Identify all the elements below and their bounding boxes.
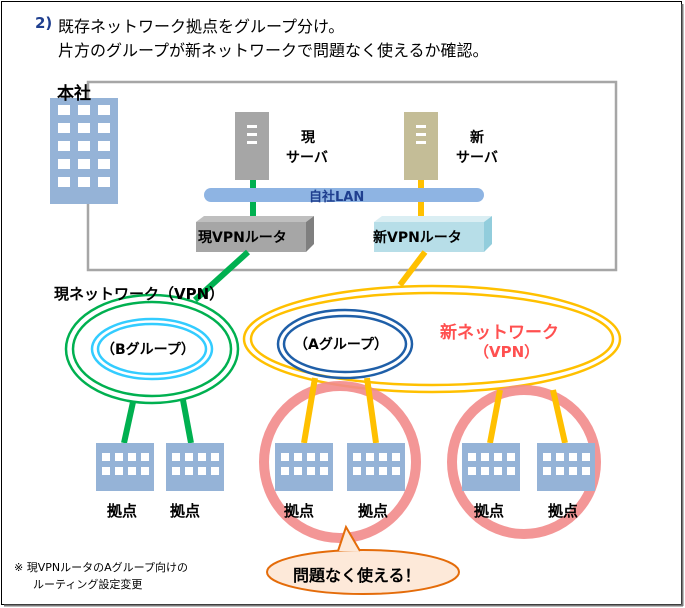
group-a-highlight-ring: [259, 381, 421, 543]
header-line-1: 既存ネットワーク拠点をグループ分け。: [58, 17, 345, 36]
step-number: 2): [35, 14, 53, 32]
site-link-a1: [301, 377, 318, 444]
site-building-a2: [347, 443, 405, 491]
site-buildings: [96, 443, 595, 491]
new-vpn-router-icon: [374, 216, 492, 252]
lan-label: 自社LAN: [309, 190, 365, 205]
current-router-label: 現VPNルータ: [198, 230, 287, 246]
new-server-label-1: 新: [470, 130, 484, 146]
new-server-label-2: サーバ: [456, 150, 498, 166]
site-label-b1: 拠点: [107, 502, 138, 520]
new-network-ring-inner: [249, 291, 615, 387]
other-sites-highlight-ring: [447, 385, 601, 539]
header-line-2: 片方のグループが新ネットワークで問題なく使えるか確認。: [58, 41, 489, 60]
current-network-ring-inner: [71, 300, 233, 398]
lan-bar: [204, 188, 484, 202]
current-server-label-2: サーバ: [286, 150, 328, 166]
site-link-b1: [121, 401, 136, 444]
current-router-network-link: [192, 249, 251, 303]
site-building-b1: [96, 443, 154, 491]
site-label-o2: 拠点: [548, 502, 579, 520]
site-building-a1: [275, 443, 333, 491]
new-network-title-2: （VPN）: [474, 343, 540, 361]
site-building-o2: [537, 443, 595, 491]
group-b-label: （Bグループ）: [101, 342, 195, 358]
group-b-ring-outer: [90, 317, 214, 381]
callout-bubble: [266, 524, 460, 595]
site-building-b2: [166, 443, 224, 491]
hq-building-icon: [50, 98, 118, 204]
site-building-o1: [462, 443, 520, 491]
new-server-icon: [404, 112, 438, 180]
current-network-ring-outer: [64, 293, 240, 405]
site-link-b2: [180, 399, 194, 444]
callout-text: 問題なく使える！: [293, 566, 421, 585]
site-link-a2: [364, 377, 379, 444]
current-vpn-router-icon: [196, 216, 314, 252]
new-network-title-1: 新ネットワーク: [440, 323, 559, 343]
footnote-line-2: ルーティング設定変更: [33, 578, 143, 591]
site-label-b2: 拠点: [170, 502, 201, 520]
site-label-o1: 拠点: [474, 502, 505, 520]
current-server-icon: [235, 112, 269, 180]
group-b-ring-inner: [96, 322, 208, 376]
footnote-line-1: ※ 現VPNルータのAグループ向けの: [14, 561, 188, 574]
group-a-ring-inner: [282, 314, 408, 374]
site-label-a1: 拠点: [284, 502, 315, 520]
new-router-network-link: [397, 250, 428, 287]
group-a-ring-outer: [276, 308, 414, 380]
site-label-a2: 拠点: [358, 502, 389, 520]
group-a-label: （Aグループ）: [294, 337, 388, 353]
site-link-o1: [487, 389, 503, 444]
current-server-label-1: 現: [301, 130, 315, 146]
site-link-o2: [550, 389, 568, 444]
hq-label: 本社: [57, 84, 91, 104]
new-network-ring-outer: [242, 284, 622, 394]
new-router-label: 新VPNルータ: [373, 230, 462, 246]
current-network-title: 現ネットワーク（VPN）: [54, 285, 225, 303]
